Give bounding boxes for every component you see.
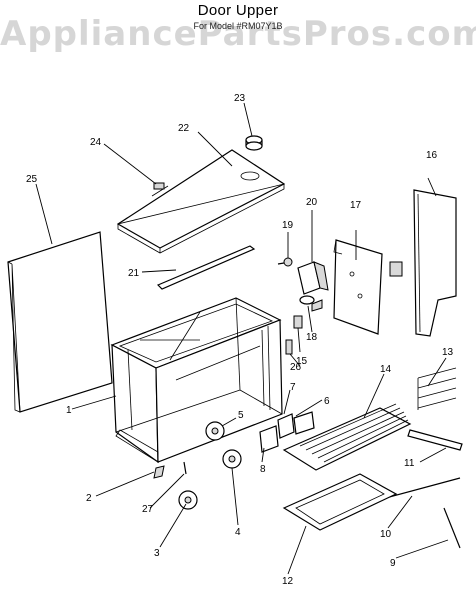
callout-19: 19 <box>282 220 294 231</box>
callout-7: 7 <box>290 382 296 393</box>
callout-2: 2 <box>86 493 92 504</box>
part-22-top-cover <box>116 149 286 254</box>
part-26-clip <box>285 339 293 355</box>
callout-5: 5 <box>238 410 244 421</box>
callout-25: 25 <box>26 174 38 185</box>
diagram-title: Door Upper <box>197 2 279 19</box>
callout-22: 22 <box>178 123 190 134</box>
part-23-cap <box>245 135 263 151</box>
part-4-fastener <box>222 449 242 469</box>
part-12-base-pan <box>282 473 398 531</box>
part-16-back-panel <box>413 189 457 337</box>
callout-24: 24 <box>90 137 102 148</box>
diagram-subtitle: For Model #RM07Y1B <box>193 21 283 31</box>
callout-6: 6 <box>324 396 330 407</box>
part-2-clip <box>153 465 165 479</box>
part-11-trim <box>407 429 463 451</box>
callout-23: 23 <box>234 93 246 104</box>
watermark: AppliancePartsPros.com <box>0 14 476 54</box>
part-3-fastener <box>178 490 198 510</box>
part-20-control-box <box>297 261 329 295</box>
part-9-rod <box>443 507 461 549</box>
callout-15: 15 <box>296 356 308 367</box>
callout-10: 10 <box>380 529 392 540</box>
part-1-cabinet <box>110 297 283 464</box>
part-19-knob <box>277 257 293 267</box>
callout-4: 4 <box>235 527 241 538</box>
callout-12: 12 <box>282 576 294 587</box>
callout-18: 18 <box>306 332 318 343</box>
part-21-bar <box>156 245 256 290</box>
part-17-bracket <box>333 239 403 335</box>
callout-20: 20 <box>306 197 318 208</box>
callout-21: 21 <box>128 268 140 279</box>
callout-8: 8 <box>260 464 266 475</box>
callout-labels: 1 2 3 4 5 6 7 8 9 10 11 12 13 14 15 16 1… <box>26 93 454 587</box>
part-24-clip <box>153 182 165 190</box>
callout-27: 27 <box>142 504 154 515</box>
callout-16: 16 <box>426 150 438 161</box>
callout-26: 26 <box>290 362 302 373</box>
leader-lines <box>35 102 449 575</box>
callout-11: 11 <box>404 458 415 469</box>
part-5-fastener <box>205 421 225 441</box>
callout-13: 13 <box>442 347 454 358</box>
part-13-louvers <box>417 367 457 410</box>
part-27-screw <box>183 461 187 475</box>
part-8-bracket <box>259 425 279 453</box>
part-15-small-bracket <box>293 315 303 329</box>
callout-17: 17 <box>350 200 362 211</box>
callout-3: 3 <box>154 548 160 559</box>
part-14-grille <box>282 403 412 471</box>
part-7-bracket <box>277 413 295 439</box>
part-6-bracket <box>293 411 315 435</box>
part-25-side-panel <box>7 231 113 413</box>
callout-14: 14 <box>380 364 392 375</box>
callout-9: 9 <box>390 558 396 569</box>
callout-1: 1 <box>66 405 72 416</box>
part-18-switch <box>299 295 323 312</box>
